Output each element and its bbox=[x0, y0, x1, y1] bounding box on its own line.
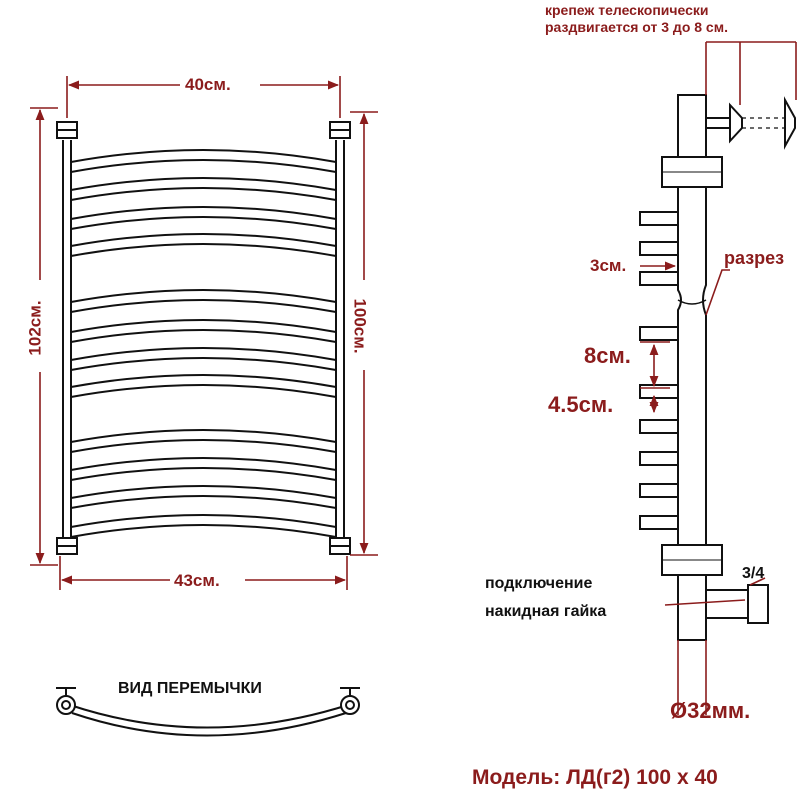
rung-stubs bbox=[639, 211, 679, 530]
rung-stub bbox=[639, 419, 679, 434]
right-vertical-pipe bbox=[335, 140, 345, 540]
rung-stub bbox=[639, 483, 679, 498]
cut-mark bbox=[677, 299, 707, 305]
rung bbox=[70, 374, 337, 398]
front-view bbox=[56, 121, 351, 555]
side-dimensions bbox=[640, 41, 797, 715]
mount-label-line1: крепеж телескопически bbox=[545, 2, 709, 18]
rung-stub bbox=[639, 271, 679, 286]
jumper-right-fitting bbox=[340, 695, 360, 715]
diameter-label: Ø32мм. bbox=[670, 698, 751, 723]
mount-label-line2: раздвигается от 3 до 8 см. bbox=[545, 19, 728, 35]
rung bbox=[70, 233, 337, 257]
jumper-view-label: ВИД ПЕРЕМЫЧКИ bbox=[118, 680, 262, 697]
bottom-width-label: 43см. bbox=[174, 571, 220, 590]
rung-stub bbox=[639, 211, 679, 226]
rung bbox=[70, 485, 337, 509]
rung bbox=[70, 347, 337, 371]
rungs bbox=[70, 149, 337, 538]
front-dimensions bbox=[30, 76, 378, 590]
rung bbox=[70, 177, 337, 201]
jumper-view bbox=[56, 687, 360, 737]
rung bbox=[70, 429, 337, 453]
right-height-label: 100см. bbox=[350, 298, 370, 354]
rung bbox=[70, 149, 337, 173]
rung bbox=[70, 319, 337, 343]
rung bbox=[70, 289, 337, 313]
rung-stub bbox=[639, 241, 679, 256]
top-width-label: 40см. bbox=[185, 75, 231, 94]
model-label: Модель: ЛД(г2) 100 х 40 bbox=[472, 766, 718, 789]
rung bbox=[70, 206, 337, 230]
left-vertical-pipe bbox=[62, 140, 72, 540]
jumper-left-fitting bbox=[56, 695, 76, 715]
rung bbox=[70, 457, 337, 481]
cut-label: разрез bbox=[724, 248, 785, 268]
side-view bbox=[639, 94, 796, 641]
rung bbox=[70, 514, 337, 538]
telescopic-mount bbox=[706, 96, 796, 150]
connection-label-line1: подключение bbox=[485, 575, 593, 592]
group-gap-label: 8см. bbox=[584, 343, 631, 368]
left-height-label: 102см. bbox=[25, 300, 45, 356]
rung-stub bbox=[639, 326, 679, 341]
rung-stub bbox=[639, 515, 679, 530]
rung-stub bbox=[639, 451, 679, 466]
rung-stub bbox=[639, 384, 679, 399]
rail-depth-label: 3см. bbox=[590, 256, 627, 275]
connection-label-line2: накидная гайка bbox=[485, 603, 607, 620]
thread-label: 3/4 bbox=[742, 565, 765, 582]
connection-elbow bbox=[706, 584, 769, 624]
rail-gap-label: 4.5см. bbox=[548, 392, 614, 417]
